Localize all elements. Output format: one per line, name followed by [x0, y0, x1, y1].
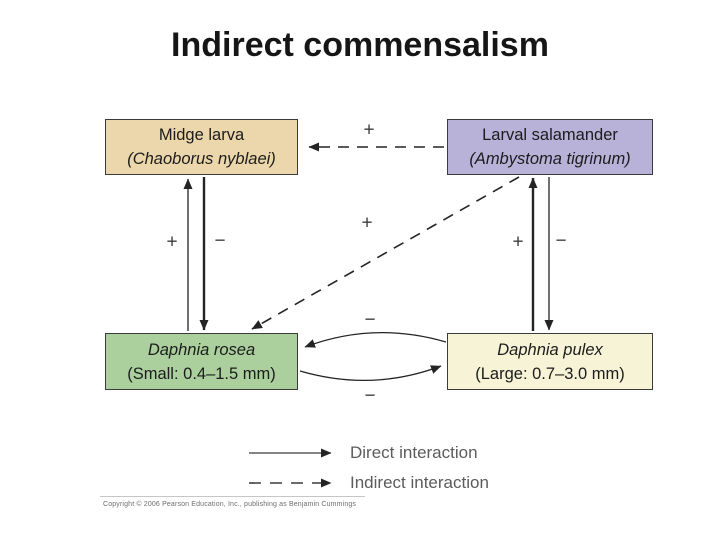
- slide-title: Indirect commensalism: [171, 26, 549, 64]
- sign-midge-to-rosea: −: [214, 230, 226, 252]
- sign-salamander-to-pulex: −: [555, 230, 567, 252]
- node-larval-salamander: Larval salamander (Ambystoma tigrinum): [447, 119, 653, 175]
- sign-rosea-to-pulex: −: [364, 385, 376, 407]
- legend-indirect-label: Indirect interaction: [350, 473, 489, 492]
- node-daphnia-pulex-name: Daphnia pulex: [497, 340, 603, 359]
- copyright-text: Copyright © 2006 Pearson Education, Inc.…: [103, 501, 357, 508]
- figure-bottom-edge: [100, 496, 365, 497]
- arrow-salamander-to-rosea-diagonal: [251, 176, 520, 330]
- node-larval-salamander-name: Larval salamander: [482, 126, 618, 144]
- node-larval-salamander-species: (Ambystoma tigrinum): [469, 150, 631, 168]
- node-daphnia-rosea-name: Daphnia rosea: [147, 340, 256, 359]
- sign-pulex-to-rosea: −: [364, 309, 376, 331]
- sign-salamander-to-rosea: +: [361, 212, 373, 234]
- arrow-rosea-to-pulex-arc: [299, 365, 442, 382]
- node-daphnia-pulex-size: (Large: 0.7–3.0 mm): [475, 364, 625, 383]
- legend-direct-label: Direct interaction: [350, 443, 478, 462]
- node-daphnia-pulex: Daphnia pulex (Large: 0.7–3.0 mm): [447, 333, 653, 390]
- node-daphnia-rosea-size: (Small: 0.4–1.5 mm): [127, 364, 276, 383]
- node-midge-larva-species: (Chaoborus nyblaei): [127, 150, 276, 168]
- node-midge-larva: Midge larva (Chaoborus nyblaei): [105, 119, 298, 175]
- sign-rosea-to-midge: +: [166, 231, 178, 253]
- arrow-pulex-to-rosea-arc: [304, 331, 447, 348]
- node-midge-larva-name: Midge larva: [158, 126, 245, 144]
- sign-salamander-to-midge: +: [363, 119, 375, 141]
- node-daphnia-rosea: Daphnia rosea (Small: 0.4–1.5 mm): [105, 333, 298, 390]
- sign-pulex-to-salamander: +: [512, 231, 524, 253]
